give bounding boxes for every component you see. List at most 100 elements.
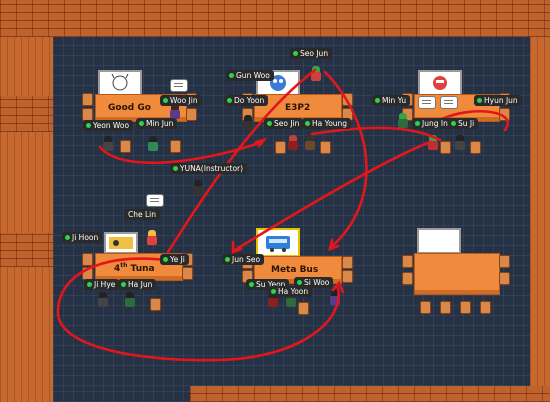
nametag-su-ji[interactable]: Su Ji xyxy=(448,118,479,129)
chair[interactable] xyxy=(499,255,510,268)
nametag-min-jun[interactable]: Min Jun xyxy=(136,118,178,129)
path-right-to-tuna xyxy=(233,140,432,252)
avatar[interactable] xyxy=(193,180,203,195)
nametag-ye-ji[interactable]: Ye Ji xyxy=(160,254,189,265)
online-status-icon xyxy=(163,98,168,103)
top-brick-wall xyxy=(0,0,550,37)
nametag-si-woo[interactable]: Si Woo xyxy=(294,277,334,288)
chair[interactable] xyxy=(120,140,131,153)
chat-bubble xyxy=(440,96,458,109)
path-seojun-to-metabus xyxy=(323,70,368,250)
online-status-icon xyxy=(477,98,482,103)
online-status-icon xyxy=(229,73,234,78)
online-status-icon xyxy=(65,235,70,240)
chair[interactable] xyxy=(470,141,481,154)
chair[interactable] xyxy=(499,272,510,285)
table-name-meta-bus: Meta Bus xyxy=(271,265,319,275)
chair[interactable] xyxy=(402,272,413,285)
chair[interactable] xyxy=(440,301,451,314)
mascot-icon xyxy=(270,75,286,91)
online-status-icon xyxy=(139,121,144,126)
chair[interactable] xyxy=(342,270,353,283)
online-status-icon xyxy=(271,289,276,294)
chair[interactable] xyxy=(170,140,181,153)
nametag-seo-jin[interactable]: Seo Jin xyxy=(264,118,304,129)
chair[interactable] xyxy=(320,141,331,154)
avatar[interactable] xyxy=(125,292,135,307)
avatar[interactable] xyxy=(428,135,438,150)
path-tuna-to-metabus-loop xyxy=(56,257,341,362)
nametag-ha-young[interactable]: Ha Young xyxy=(302,118,352,129)
avatar[interactable] xyxy=(330,290,340,305)
online-status-icon xyxy=(173,166,178,171)
red-character-icon xyxy=(433,76,447,90)
avatar[interactable] xyxy=(398,113,408,128)
online-status-icon xyxy=(121,282,126,287)
table-name-good-go: Good Go xyxy=(108,103,151,113)
path-arrowhead xyxy=(331,280,345,294)
chair[interactable] xyxy=(440,141,451,154)
avatar[interactable] xyxy=(103,136,113,151)
nametag-ha-jun[interactable]: Ha Jun xyxy=(118,279,157,290)
chair[interactable] xyxy=(420,301,431,314)
chair[interactable] xyxy=(275,141,286,154)
ordinal-suffix: th xyxy=(120,262,128,269)
online-status-icon xyxy=(86,123,91,128)
whiteboard-empty[interactable] xyxy=(417,228,461,254)
chair[interactable] xyxy=(402,255,413,268)
avatar[interactable] xyxy=(243,115,253,130)
online-status-icon xyxy=(163,257,168,262)
nametag-jung-in[interactable]: Jung In xyxy=(412,118,452,129)
avatar[interactable] xyxy=(147,230,157,245)
chair[interactable] xyxy=(186,108,197,121)
nametag-woo-jin[interactable]: Woo Jin xyxy=(160,95,202,106)
nametag-seo-jun[interactable]: Seo Jun xyxy=(290,48,333,59)
online-status-icon xyxy=(297,280,302,285)
chair[interactable] xyxy=(460,301,471,314)
chair[interactable] xyxy=(298,302,309,315)
nametag-instructor[interactable]: YUNA(Instructor) xyxy=(170,163,248,174)
avatar[interactable] xyxy=(98,292,108,307)
online-status-icon xyxy=(293,51,298,56)
online-status-icon xyxy=(267,121,272,126)
chair[interactable] xyxy=(182,267,193,280)
table-e3p2[interactable]: E3P2 xyxy=(254,94,342,122)
nametag-hyun-jun[interactable]: Hyun Jun xyxy=(474,95,522,106)
nametag-gun-woo[interactable]: Gun Woo xyxy=(226,70,274,81)
chair[interactable] xyxy=(342,256,353,269)
sketch-drawing-icon xyxy=(111,73,129,91)
nametag-yeon-woo[interactable]: Yeon Woo xyxy=(83,120,134,131)
avatar[interactable] xyxy=(148,136,158,151)
nametag-ji-hoon[interactable]: Ji Hoon xyxy=(62,232,103,243)
path-arrowhead xyxy=(231,240,243,254)
floor-lower-left xyxy=(53,386,190,402)
avatar[interactable] xyxy=(305,135,315,150)
whiteboard-top-right[interactable] xyxy=(418,70,462,97)
path-right-loop xyxy=(438,110,509,132)
chair[interactable] xyxy=(82,93,93,106)
online-status-icon xyxy=(225,257,230,262)
chair[interactable] xyxy=(480,301,491,314)
nametag-do-yoon[interactable]: Do Yoon xyxy=(224,95,269,106)
nametag-su-yeon[interactable]: Su Yeon xyxy=(246,279,290,290)
path-arrowhead xyxy=(328,238,340,252)
table-empty[interactable] xyxy=(414,253,500,295)
avatar[interactable] xyxy=(170,104,180,119)
avatar[interactable] xyxy=(455,135,465,150)
chair[interactable] xyxy=(150,298,161,311)
whiteboard-meta-bus[interactable] xyxy=(256,228,300,257)
online-status-icon xyxy=(451,121,456,126)
table-name-e3p2: E3P2 xyxy=(285,103,311,113)
nametag-ha-yoon[interactable]: Ha Yoon xyxy=(268,286,313,297)
bottom-brick-wall xyxy=(190,386,550,402)
nametag-min-yu[interactable]: Min Yu xyxy=(372,95,411,106)
chair[interactable] xyxy=(82,253,93,266)
right-wood-wall xyxy=(530,37,550,402)
nametag-che-lin[interactable]: Che Lin xyxy=(124,209,161,220)
path-arrowhead xyxy=(254,137,268,148)
nametag-ji-hye[interactable]: Ji Hye xyxy=(84,279,120,290)
avatar[interactable] xyxy=(288,135,298,150)
nametag-jun-seo[interactable]: Jun Seo xyxy=(222,254,265,265)
table-name-4th-tuna: 4th Tuna xyxy=(114,262,155,274)
